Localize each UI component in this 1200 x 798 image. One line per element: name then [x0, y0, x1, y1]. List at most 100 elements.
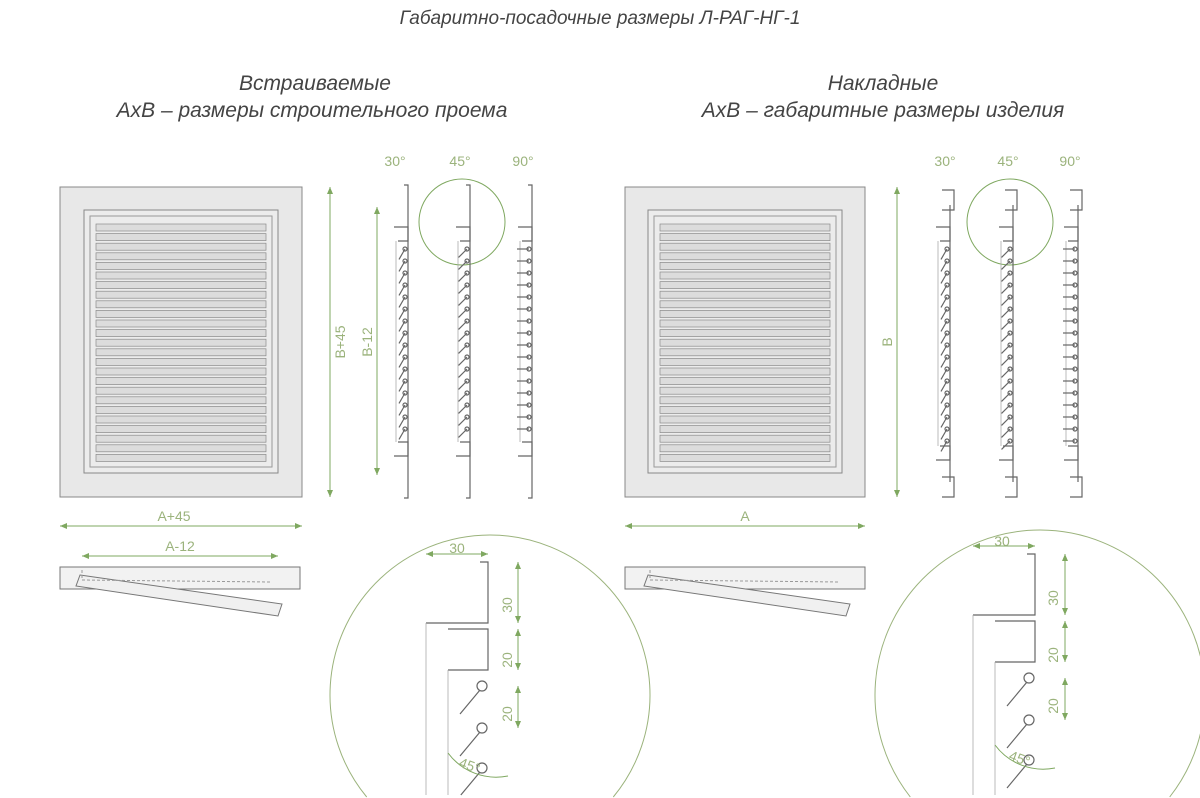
detail-dim-flange: 30	[499, 597, 515, 613]
louver-slat	[659, 310, 831, 318]
slat-pivot	[402, 258, 408, 264]
louver-slat	[659, 223, 831, 232]
detail-dim-frame: 20	[1045, 647, 1061, 663]
slat	[458, 284, 468, 294]
slat	[398, 248, 406, 260]
slat	[1001, 392, 1011, 402]
louver-slat	[95, 233, 267, 241]
louver-slat	[659, 319, 831, 328]
louver-slat	[95, 367, 267, 376]
louver-slat	[95, 454, 267, 462]
left-heading: Встраиваемые	[239, 72, 391, 95]
slat	[1001, 380, 1011, 390]
drawing-line	[1005, 476, 1018, 498]
profile-detail	[425, 551, 521, 796]
angle-label-45: 45°	[449, 153, 470, 169]
side-view-open	[624, 566, 866, 617]
louver-slat	[95, 377, 267, 385]
drawing-line	[394, 441, 409, 457]
louver-slat	[659, 358, 831, 366]
slat-pivot	[464, 306, 470, 312]
slat-pivot	[944, 258, 950, 264]
slat-pivot	[944, 246, 950, 252]
slat	[940, 284, 948, 296]
drawing-line	[999, 445, 1014, 461]
louver-slat	[95, 386, 267, 395]
slat	[940, 272, 948, 284]
slat-pivot	[402, 318, 408, 324]
detail-dim-top-width: 30	[449, 540, 465, 556]
louver-slat	[659, 300, 831, 309]
slat	[940, 356, 948, 368]
slat-pivot	[464, 426, 470, 432]
angle-label-30: 30°	[384, 153, 405, 169]
slat	[1001, 260, 1011, 270]
slat-pivot	[464, 378, 470, 384]
drawing-line	[456, 226, 471, 242]
louver-slat	[659, 290, 831, 299]
louver-slat	[95, 406, 267, 414]
slat-pivot	[476, 722, 488, 734]
slat-pivot	[402, 414, 408, 420]
angle-arc	[447, 752, 509, 778]
slat-pivot	[944, 270, 950, 276]
slat-pivot	[464, 402, 470, 408]
louver-slat	[659, 434, 831, 443]
slat	[458, 260, 468, 270]
slat-pivot	[402, 330, 408, 336]
slat-pivot	[944, 354, 950, 360]
slat-pivot	[402, 354, 408, 360]
slat-pivot	[944, 402, 950, 408]
slat	[940, 308, 948, 320]
slat-pivot	[1023, 754, 1035, 766]
louver-slats	[659, 223, 831, 462]
slat-pivot	[1007, 330, 1013, 336]
right-heading: Накладные	[828, 72, 939, 95]
right-front-view	[624, 186, 866, 498]
louver-slat	[659, 262, 831, 270]
slat-pivot	[464, 390, 470, 396]
slat-pivot	[464, 354, 470, 360]
drawing-line	[528, 478, 533, 499]
drawing-line	[942, 189, 955, 211]
slat-pivot	[1007, 282, 1013, 288]
slat	[1001, 248, 1011, 258]
dim-width-label: A+45	[157, 508, 190, 524]
louver-slat	[659, 406, 831, 414]
louver-slat	[659, 396, 831, 405]
slat	[398, 344, 406, 356]
drawing-line	[404, 478, 409, 499]
slat	[458, 416, 468, 426]
left-subheading: AxB – размеры строительного проема	[115, 99, 508, 122]
angle-label-90: 90°	[512, 153, 533, 169]
drawing-line	[404, 184, 409, 205]
slat-pivot	[1023, 672, 1035, 684]
slat-pivot	[402, 402, 408, 408]
drawing-line	[936, 226, 951, 242]
louver-slat	[659, 444, 831, 453]
slat-pivot	[402, 378, 408, 384]
slat	[940, 320, 948, 332]
slat	[398, 392, 406, 404]
louver-slat	[95, 434, 267, 443]
slat	[1006, 723, 1028, 749]
slat	[458, 296, 468, 306]
slat	[458, 272, 468, 282]
slat-pivot	[476, 680, 488, 692]
slat-pivot	[1007, 402, 1013, 408]
louver-slat	[659, 386, 831, 395]
slat-pivot	[1007, 318, 1013, 324]
louver-slat	[659, 233, 831, 241]
detail-circle	[329, 534, 651, 798]
section-profiles	[936, 189, 1083, 498]
detail-callout-circle	[966, 178, 1054, 266]
louver-slat	[95, 300, 267, 309]
slat	[458, 368, 468, 378]
slat-pivot	[402, 426, 408, 432]
slat	[398, 296, 406, 308]
slat-pivot	[1007, 342, 1013, 348]
slat	[1001, 344, 1011, 354]
louver-slat	[95, 252, 267, 261]
slat-pivot	[476, 762, 488, 774]
